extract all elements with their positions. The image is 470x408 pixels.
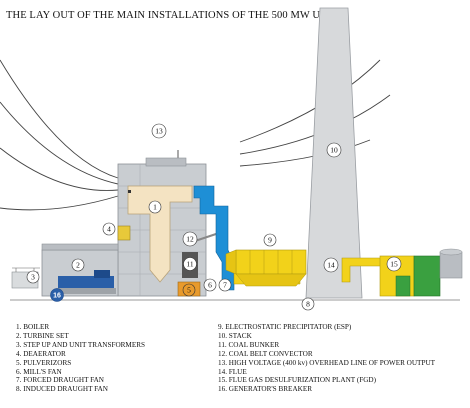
- callout-15: 15: [386, 256, 402, 272]
- svg-text:3: 3: [31, 273, 35, 282]
- boiler-drum: [128, 190, 131, 193]
- callout-8: 8: [301, 297, 315, 311]
- callout-11: 11: [183, 257, 197, 271]
- callout-5: 5: [182, 283, 196, 297]
- legend-item: 10. STACK: [218, 331, 252, 340]
- turbine-base: [56, 288, 116, 294]
- svg-text:4: 4: [107, 225, 111, 234]
- callout-16: 16: [50, 288, 64, 302]
- fgd-plant: [379, 248, 463, 297]
- svg-text:1: 1: [153, 203, 157, 212]
- turbine-set: [58, 276, 114, 288]
- legend-item: 12. COAL BELT CONVECTOR: [218, 349, 313, 358]
- svg-text:14: 14: [327, 261, 335, 270]
- diagram-title: THE LAY OUT OF THE MAIN INSTALLATIONS OF…: [6, 10, 338, 21]
- callout-7: 7: [218, 278, 232, 292]
- legend-item: 13. HIGH VOLTAGE (400 kv) OVERHEAD LINE …: [218, 358, 436, 367]
- svg-text:15: 15: [390, 260, 398, 269]
- legend-item: 11. COAL BUNKER: [218, 340, 280, 349]
- callout-2: 2: [71, 258, 85, 272]
- legend-item: 14. FLUE: [218, 367, 247, 376]
- roof-block: [145, 157, 187, 167]
- legend-item: 15. FLUE GAS DESULFURIZATION PLANT (FGD): [218, 376, 376, 385]
- callout-14: 14: [323, 257, 339, 273]
- overhead-power-lines: [0, 59, 391, 211]
- svg-text:16: 16: [53, 293, 61, 300]
- svg-text:2: 2: [76, 261, 80, 270]
- legend-item: 5. PULVERIZORS: [16, 358, 72, 367]
- legend-left: 1. BOILER 2. TURBINE SET 3. STEP UP AND …: [16, 323, 145, 394]
- electrostatic-precipitator: [225, 249, 307, 287]
- callout-6: 6: [203, 278, 217, 292]
- svg-text:7: 7: [223, 281, 227, 290]
- svg-text:8: 8: [306, 300, 310, 309]
- legend-item: 3. STEP UP AND UNIT TRANSFORMERS: [16, 340, 146, 349]
- svg-text:13: 13: [155, 127, 163, 136]
- legend-item: 7. FORCED DRAUGHT FAN: [16, 376, 104, 385]
- svg-text:12: 12: [186, 235, 194, 244]
- svg-text:9: 9: [268, 236, 272, 245]
- callout-3: 3: [26, 270, 40, 284]
- deaerator: [117, 225, 131, 241]
- callout-10: 10: [326, 142, 342, 158]
- legend-item: 16. GENERATOR'S BREAKER: [218, 385, 313, 394]
- callout-1: 1: [148, 200, 162, 214]
- callout-9: 9: [263, 233, 277, 247]
- svg-text:6: 6: [208, 281, 212, 290]
- svg-text:10: 10: [330, 146, 338, 155]
- callout-4: 4: [102, 222, 116, 236]
- callout-13: 13: [151, 123, 167, 139]
- legend-item: 1. BOILER: [16, 323, 50, 331]
- legend-item: 4. DEAERATOR: [16, 349, 66, 358]
- callout-12: 12: [182, 231, 198, 247]
- legend-right: 9. ELECTROSTATIC PRECIPITATOR (ESP) 10. …: [218, 323, 435, 394]
- boiler: [127, 185, 193, 283]
- legend-item: 6. MILL'S FAN: [16, 367, 62, 376]
- svg-text:11: 11: [186, 260, 193, 269]
- turbine-hall-roof: [41, 243, 119, 251]
- turbine-casing: [94, 270, 110, 278]
- legend-item: 8. INDUCED DRAUGHT FAN: [16, 385, 108, 394]
- svg-text:5: 5: [187, 286, 191, 295]
- legend-item: 9. ELECTROSTATIC PRECIPITATOR (ESP): [218, 323, 352, 331]
- legend-item: 2. TURBINE SET: [16, 331, 69, 340]
